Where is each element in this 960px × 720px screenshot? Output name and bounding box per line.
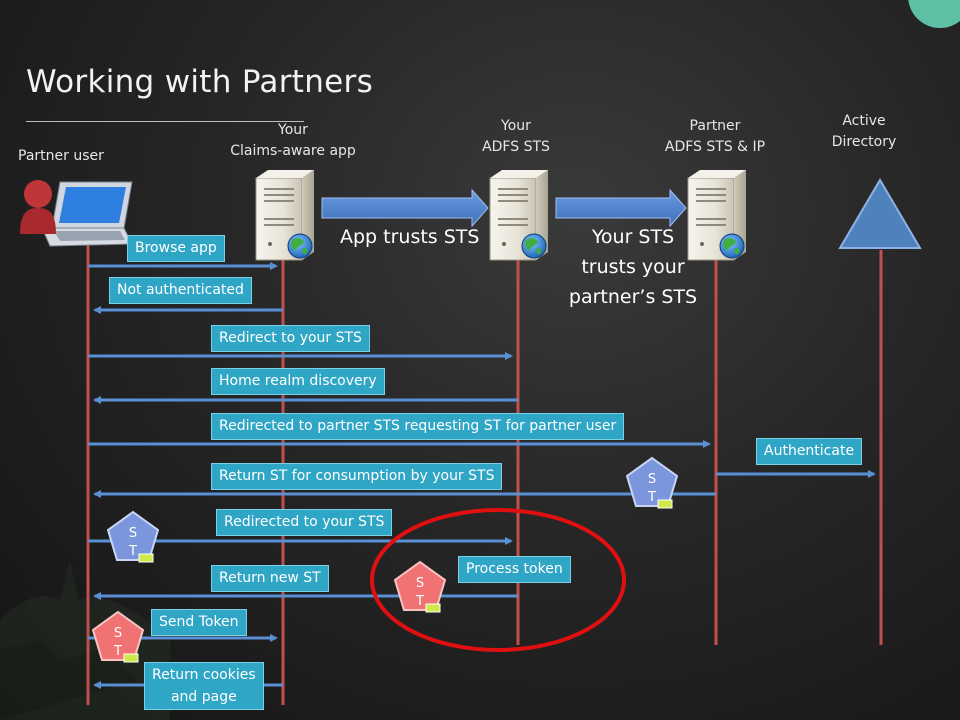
svg-text:S: S [114,626,122,641]
message-process-token: Process token [458,556,571,583]
trust-label-app-sts: App trusts STS [340,226,480,248]
message-redirect-sts: Redirect to your STS [211,325,370,352]
actor-label-partner-user: Partner user [18,148,104,164]
svg-text:T: T [415,594,424,609]
highlight-ellipse [370,508,626,652]
server-icon-your-sts [489,169,549,261]
trust-arrow-app-sts [321,188,489,228]
token-icon-partner: S T [626,457,678,509]
token-icon-user: S T [107,511,159,563]
token-icon-new: S T [394,561,446,613]
message-return-st: Return ST for consumption by your STS [211,463,503,490]
person-icon [20,180,56,234]
svg-text:T: T [647,490,656,505]
message-browse-app: Browse app [127,235,225,262]
svg-text:S: S [129,526,137,541]
actor-label-your-sts: Your ADFS STS [482,118,550,155]
server-icon-claims-app [255,169,315,261]
svg-text:T: T [128,544,137,559]
message-return-cookies: Return cookies and page [144,662,264,710]
corner-circle-icon [908,0,960,28]
laptop-icon [41,181,133,247]
message-redirected-your-sts: Redirected to your STS [216,509,393,536]
message-home-realm: Home realm discovery [211,368,385,395]
message-authenticate: Authenticate [756,438,863,465]
svg-text:S: S [648,472,656,487]
token-icon-send: S T [92,611,144,663]
svg-text:T: T [113,644,122,659]
page-title: Working with Partners [26,64,374,100]
trust-arrow-sts-partner [555,188,687,228]
actor-label-active-directory: Active Directory [831,113,897,150]
svg-text:S: S [416,576,424,591]
trust-label-sts-partner: Your STS trusts your partner’s STS [568,226,698,308]
message-not-authenticated: Not authenticated [109,277,252,304]
message-send-token: Send Token [151,609,247,636]
actor-label-claims-app: Your Claims-aware app [230,122,356,159]
actor-label-partner-sts: Partner ADFS STS & IP [664,118,766,155]
trust-arrows [321,188,687,228]
message-return-new-st: Return new ST [211,565,329,592]
triangle-icon [838,178,922,249]
message-redirected-partner: Redirected to partner STS requesting ST … [211,413,625,440]
title-divider [26,121,304,122]
